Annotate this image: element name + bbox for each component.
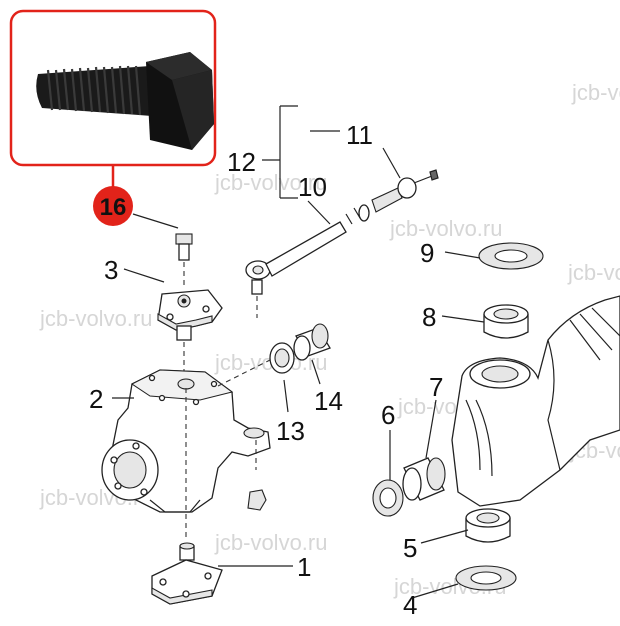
callout-3: 3: [104, 255, 118, 285]
watermarks: jcb-volvo.ru jcb-volvo.ru jcb-volvo.ru j…: [39, 80, 620, 599]
callout-5: 5: [403, 533, 417, 563]
washer-part-9: [478, 242, 544, 270]
callout-8: 8: [422, 302, 436, 332]
washer-part-4: [455, 565, 517, 591]
steering-knuckle-part-2: [101, 369, 271, 540]
tie-rod-end-part-11: [371, 169, 439, 213]
bracket-plate-part-3: [157, 289, 223, 380]
callout-2: 2: [89, 384, 103, 414]
bushing-part-8: [483, 304, 529, 339]
callout-4: 4: [403, 590, 417, 620]
highlighted-part-16: 16: [9, 9, 217, 229]
tie-rod-part-10: [245, 204, 370, 318]
callout-11: 11: [346, 120, 373, 150]
bushing-part-14: [293, 323, 331, 361]
nut: [247, 489, 267, 511]
callout-16: 16: [100, 194, 127, 221]
watermark: jcb-volvo.ru: [214, 530, 327, 555]
axle-housing: [451, 295, 620, 507]
leader-16: [132, 213, 179, 229]
callout-6: 6: [381, 400, 395, 430]
callout-9: 9: [420, 238, 434, 268]
bushing-part-5: [465, 508, 511, 543]
watermark: jcb-volvo.ru: [567, 260, 620, 285]
callouts: 1 2 3 4 5 6 7 8 9 10 11 12 13 14: [89, 120, 443, 620]
callout-10: 10: [298, 172, 327, 202]
watermark: jcb-volvo.ru: [214, 170, 327, 195]
lower-plate-part-1: [151, 542, 223, 605]
watermark: jcb-volvo.ru: [39, 306, 152, 331]
callout-1: 1: [297, 552, 311, 582]
small-bolt: [175, 233, 193, 285]
bush-part-7: [402, 457, 446, 501]
assembly-line: [217, 359, 271, 387]
seal-part-13: [269, 342, 295, 374]
watermark: jcb-volvo.ru: [389, 216, 502, 241]
ring-part-6: [372, 479, 404, 517]
watermark: jcb-volvo.ru: [571, 80, 620, 105]
highlight-badge: [93, 186, 133, 226]
callout-14: 14: [314, 386, 343, 416]
leader-lines: [112, 105, 485, 599]
callout-13: 13: [276, 416, 305, 446]
callout-7: 7: [429, 372, 443, 402]
bolt-image: [36, 52, 214, 150]
callout-12: 12: [227, 147, 256, 177]
